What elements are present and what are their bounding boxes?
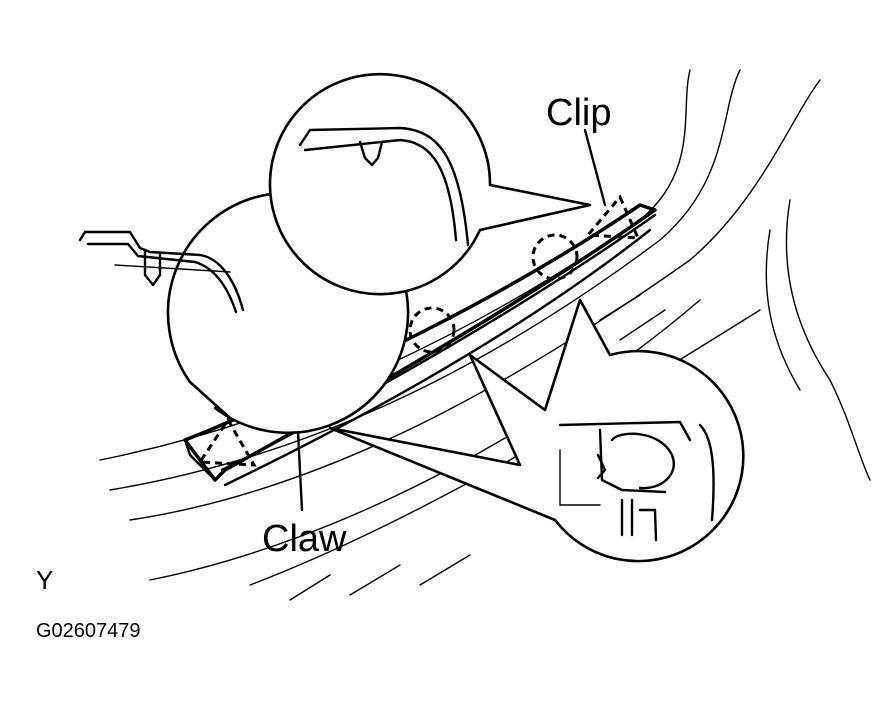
body-panel-lines (99, 69, 871, 601)
view-label: Y (36, 565, 54, 595)
clip-label: Clip (546, 92, 612, 134)
claw-marker-2 (408, 306, 456, 354)
claw-label: Claw (262, 518, 347, 560)
clip-marker-left (197, 417, 257, 467)
clip-markers (197, 194, 641, 467)
figure-code-label: G02607479 (36, 620, 141, 642)
claw-leader-line (296, 430, 304, 512)
detail-bubble-clip-top (268, 72, 592, 296)
detail-bubble-claw (328, 298, 745, 563)
clip-leader-line (583, 128, 607, 207)
claw-marker-3 (531, 233, 579, 281)
